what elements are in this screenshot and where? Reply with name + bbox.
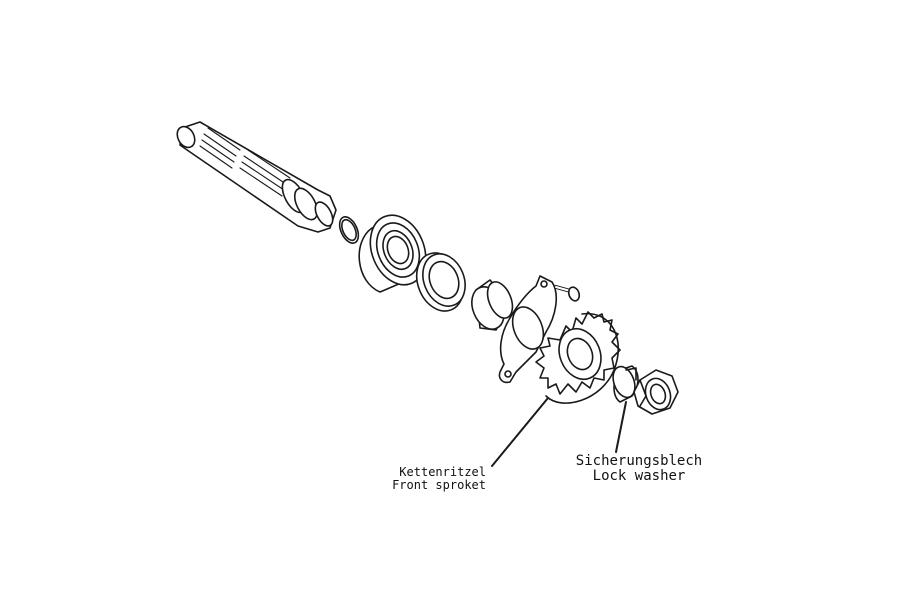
lock-washer-label-en: Lock washer [592, 467, 686, 484]
sprocket-leader-line [491, 397, 549, 467]
sprocket-label-de: Kettenritzel [399, 465, 486, 479]
ball-bearing [358, 214, 427, 293]
retaining-plate [498, 275, 558, 384]
spacer-sleeve [471, 279, 514, 331]
output-shaft [176, 121, 337, 233]
lock-washer-label-de: Sicherungsblech [575, 453, 703, 469]
nut [633, 369, 679, 415]
lock-washer [612, 365, 639, 403]
bolt [554, 285, 581, 302]
front-sprocket [535, 311, 621, 404]
sprocket-label-en: Front sproket [392, 477, 486, 492]
lock-washer-leader-line [615, 401, 627, 453]
sprocket-label: Kettenritzel Front sproket [380, 466, 486, 491]
lock-washer-label: Sicherungsblech Lock washer [564, 454, 714, 483]
o-ring [338, 216, 360, 244]
seal-ring [415, 252, 466, 312]
